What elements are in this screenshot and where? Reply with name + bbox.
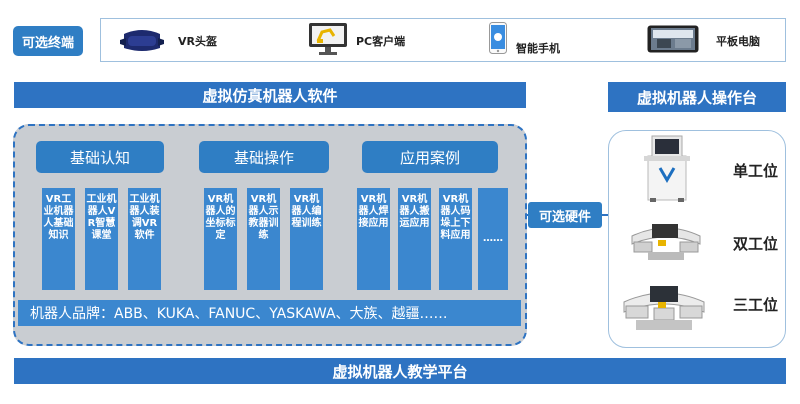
- terminals-label: 可选终端: [13, 26, 83, 56]
- module-card[interactable]: VR机器人示教器训练: [247, 188, 280, 290]
- module-label: 工业机器人装调VR软件: [129, 194, 160, 241]
- platform-title-bar: 虚拟机器人教学平台: [14, 358, 786, 384]
- module-card[interactable]: 工业机器人装调VR软件: [128, 188, 161, 290]
- module-label: VR机器人焊接应用: [358, 194, 389, 229]
- robot-brands-bar: 机器人品牌：ABB、KUKA、FANUC、YASKAWA、大族、越疆……: [18, 300, 521, 326]
- software-title-bar: 虚拟仿真机器人软件: [14, 82, 526, 108]
- module-label: VR机器人的坐标标定: [205, 194, 236, 241]
- category-application-case[interactable]: 应用案例: [362, 141, 498, 173]
- pc-robot-icon: [308, 22, 348, 56]
- module-card[interactable]: 工业机器人VR智慧课堂: [85, 188, 118, 290]
- module-label: VR机器人搬运应用: [399, 194, 430, 229]
- module-label: VR机器人码垛上下料应用: [440, 194, 471, 241]
- terminal-label-phone: 智能手机: [516, 42, 560, 55]
- module-card[interactable]: VR工业机器人基础知识: [42, 188, 75, 290]
- module-label: 工业机器人VR智慧课堂: [86, 194, 117, 241]
- category-basic-knowledge[interactable]: 基础认知: [36, 141, 164, 173]
- tablet-icon: [647, 25, 699, 53]
- module-card[interactable]: VR机器人焊接应用: [357, 188, 390, 290]
- module-label: VR工业机器人基础知识: [43, 194, 74, 241]
- terminal-label-vr: VR头盔: [178, 35, 217, 48]
- module-label: VR机器人示教器训练: [248, 194, 279, 241]
- module-label: ……: [483, 233, 503, 244]
- station-label-double: 双工位: [733, 235, 779, 253]
- module-label: VR机器人编程训练: [291, 194, 322, 229]
- module-card[interactable]: VR机器人的坐标标定: [204, 188, 237, 290]
- module-card-more[interactable]: ……: [478, 188, 508, 290]
- module-card[interactable]: VR机器人码垛上下料应用: [439, 188, 472, 290]
- vr-headset-icon: [118, 24, 166, 56]
- single-station-icon: [640, 132, 694, 204]
- module-card[interactable]: VR机器人编程训练: [290, 188, 323, 290]
- station-label-triple: 三工位: [733, 296, 779, 314]
- terminal-label-pc: PC客户端: [356, 35, 406, 48]
- terminal-label-tablet: 平板电脑: [716, 35, 760, 48]
- hardware-label: 可选硬件: [528, 202, 602, 228]
- double-station-icon: [628, 214, 704, 264]
- station-label-single: 单工位: [733, 162, 779, 180]
- module-card[interactable]: VR机器人搬运应用: [398, 188, 431, 290]
- category-basic-operation[interactable]: 基础操作: [199, 141, 329, 173]
- console-title-bar: 虚拟机器人操作台: [608, 82, 786, 112]
- smartphone-icon: [489, 22, 507, 54]
- triple-station-icon: [618, 276, 710, 336]
